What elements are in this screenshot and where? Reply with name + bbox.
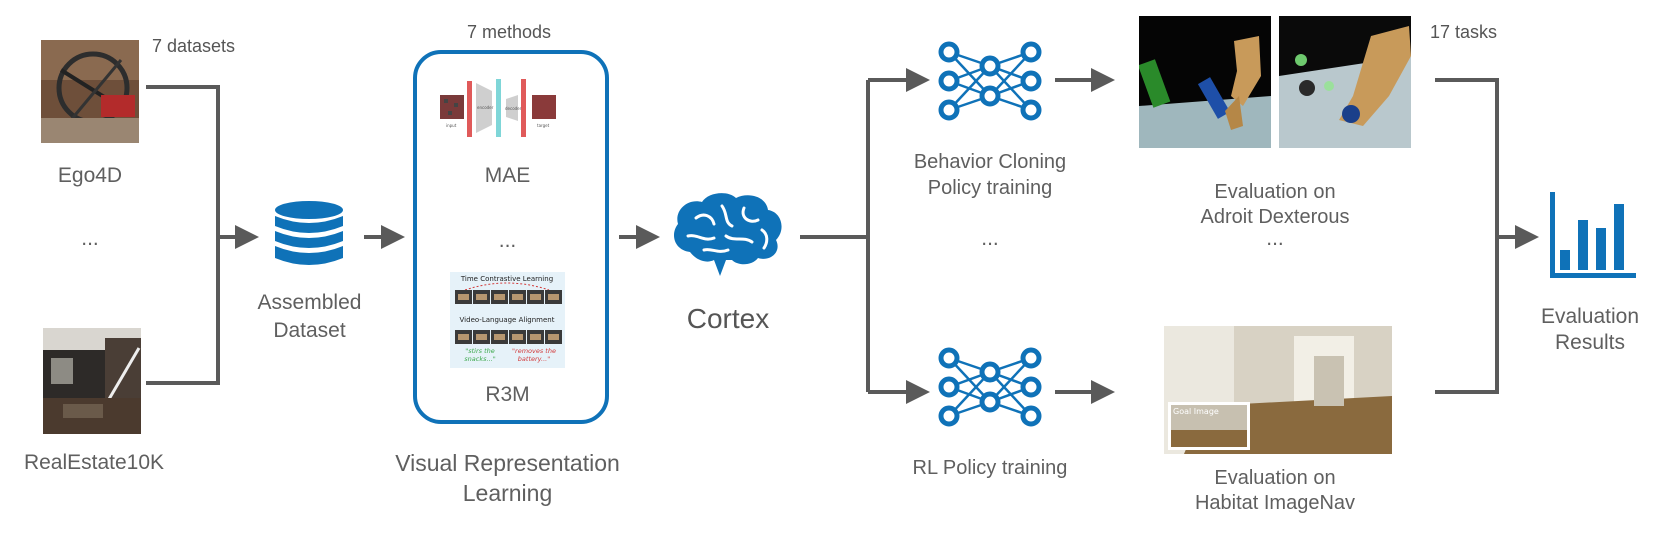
ego4d-image	[41, 40, 139, 143]
datasets-merge-line	[146, 85, 220, 385]
realestate10k-image	[43, 328, 141, 434]
mae-diagram: input encoder decoder target	[440, 73, 575, 145]
tasks-count-label: 17 tasks	[1430, 22, 1498, 42]
mae-input-label: input	[446, 123, 457, 128]
policy-ellipsis: ...	[981, 227, 999, 250]
goal-image-label: Goal Image	[1173, 407, 1219, 416]
section-title-line2: Learning	[462, 480, 553, 506]
bc-label-line1: Behavior Cloning	[913, 151, 1067, 173]
r3m-diagram: Time Contrastive Learning Video-Language…	[450, 272, 565, 368]
methods-count-label: 7 methods	[466, 22, 552, 42]
r3m-caption-green-1: "stirs the	[465, 347, 495, 355]
database-icon	[274, 200, 344, 272]
r3m-caption-red-1: "removes the	[512, 347, 556, 355]
adroit-label-line1: Evaluation on	[1214, 181, 1336, 203]
habitat-image: Goal Image	[1164, 326, 1392, 454]
cortex-label: Cortex	[686, 303, 770, 334]
adroit-image-2	[1279, 16, 1411, 148]
assembled-label-line2: Dataset	[273, 319, 346, 342]
rl-label: RL Policy training	[912, 457, 1068, 479]
r3m-vla-label: Video-Language Alignment	[460, 316, 555, 324]
datasets-count-label: 7 datasets	[152, 36, 236, 56]
dataset-item-realestate10k: RealEstate10K	[23, 451, 165, 474]
dataset-item-ellipsis: ...	[81, 227, 99, 250]
method-item-r3m: R3M	[485, 383, 530, 406]
assembled-label-line1: Assembled	[257, 291, 362, 314]
mae-encoder-label: encoder	[477, 105, 494, 110]
evaluation-ellipsis: ...	[1266, 227, 1284, 250]
r3m-tcl-label: Time Contrastive Learning	[460, 275, 553, 283]
methods-box	[413, 50, 609, 424]
r3m-caption-green-2: snacks..."	[464, 355, 495, 363]
adroit-label-line2: Adroit Dexterous	[1200, 206, 1350, 228]
bar-chart-icon	[1548, 190, 1638, 280]
rl-network-icon	[935, 346, 1045, 428]
habitat-label-line2: Habitat ImageNav	[1194, 492, 1356, 514]
r3m-caption-red-2: battery..."	[518, 355, 550, 363]
method-item-ellipsis: ...	[498, 229, 517, 252]
adroit-image-1	[1139, 16, 1271, 148]
mae-target-label: target	[537, 123, 550, 128]
method-item-mae: MAE	[484, 164, 531, 187]
bc-network-icon	[935, 40, 1045, 122]
brain-icon	[668, 190, 788, 280]
results-label-line1: Evaluation	[1540, 305, 1640, 328]
mae-decoder-label: decoder	[505, 106, 522, 111]
habitat-label-line1: Evaluation on	[1214, 467, 1336, 489]
eval-merge-line	[1435, 78, 1499, 394]
bc-label-line2: Policy training	[927, 177, 1053, 199]
dataset-item-ego4d: Ego4D	[57, 164, 123, 187]
section-title-line1: Visual Representation	[395, 450, 620, 476]
results-label-line2: Results	[1554, 331, 1626, 354]
